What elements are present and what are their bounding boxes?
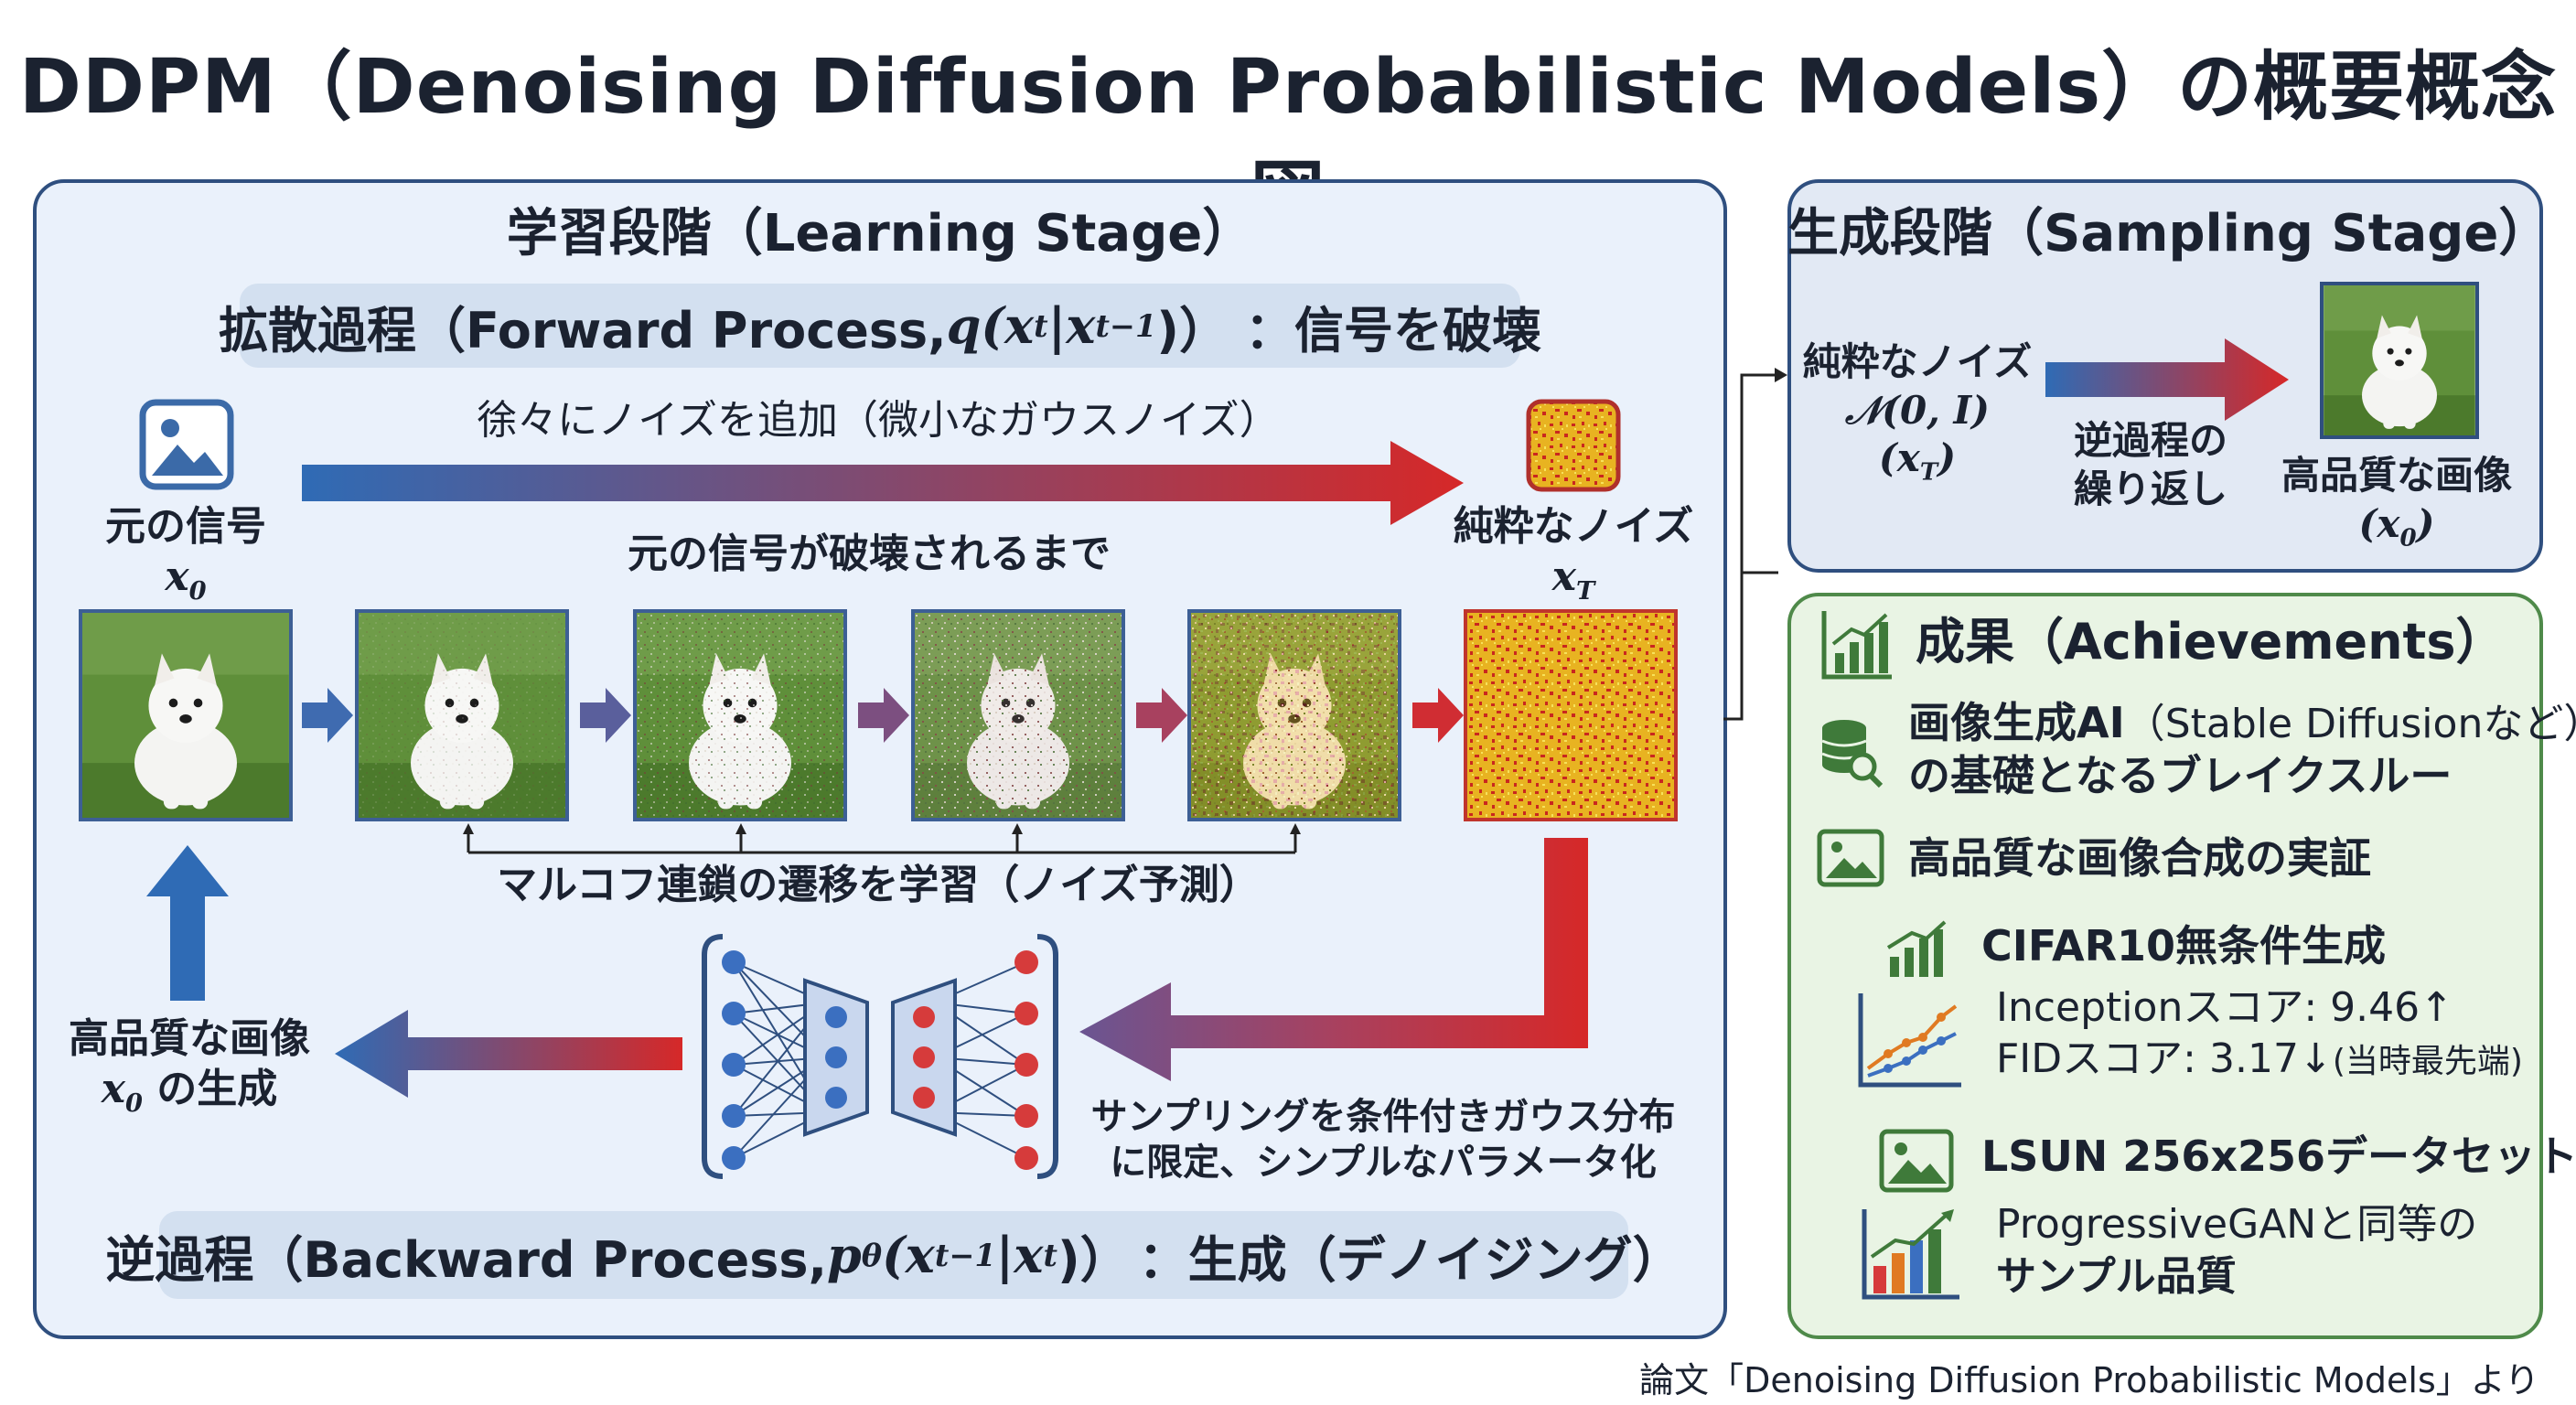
backward-input-arrow — [1079, 838, 1588, 1081]
achievements-heading: 成果（Achievements） — [1916, 613, 2506, 670]
forward-arrow — [302, 441, 1464, 525]
step-arrow-2 — [580, 688, 631, 743]
learning-stage-heading: 学習段階（Learning Stage） — [506, 204, 1254, 263]
markov-label: マルコフ連鎖の遷移を学習（ノイズ予測） — [497, 862, 1260, 908]
markov-bracket — [463, 823, 1301, 854]
backward-suffix: ：生成（デノイジング） — [1138, 1230, 1682, 1289]
bar-chart-icon — [1821, 611, 1892, 680]
step-arrow-3 — [858, 688, 909, 743]
backward-close: )） — [1057, 1230, 1130, 1289]
forward-suffix: ：信号を破壊 — [1244, 301, 1541, 359]
lsun-title: LSUN 256x256データセット — [1981, 1132, 2576, 1181]
forward-close: )） — [1156, 301, 1229, 359]
sampling-note: サンプリングを条件付きガウス分布 に限定、シンプルなパラメータ化 — [1090, 1096, 1676, 1184]
chain-image-1 — [355, 609, 569, 821]
until-destroyed-label: 元の信号が破壊されるまで — [628, 531, 1111, 577]
pure-noise-label: 純粋なノイズ xT — [1453, 503, 1694, 606]
chain-image-2 — [633, 609, 847, 821]
sampling-stage-heading: 生成段階（Sampling Stage） — [1787, 204, 2550, 263]
line-chart-icon — [1858, 993, 1961, 1088]
forward-sub-t1: t−1 — [1095, 307, 1157, 344]
cifar-title: CIFAR10無条件生成 — [1981, 921, 2387, 971]
achievement-item-2: 高品質な画像合成の実証 — [1908, 833, 2371, 883]
inception-score: Inceptionスコア: 9.46↑ — [1996, 984, 2453, 1031]
backward-math-open: (x — [882, 1226, 935, 1284]
chain-image-4 — [1187, 609, 1401, 821]
lsun-desc: ProgressiveGANと同等の サンプル品質 — [1996, 1201, 2478, 1301]
backward-sub-t1: t−1 — [934, 1237, 996, 1273]
source-signal-label: 元の信号 x0 — [105, 503, 266, 606]
page-title: DDPM（Denoising Diffusion Probabilistic M… — [18, 44, 2558, 240]
step-arrow-1 — [302, 688, 353, 743]
backward-math-mid: |x — [995, 1226, 1044, 1284]
bar-growth-icon — [1862, 1209, 1959, 1300]
chain-image-0 — [79, 609, 293, 821]
backward-prefix: 逆過程（Backward Process, — [105, 1230, 828, 1289]
forward-math-q: q(x — [946, 296, 1035, 355]
sampling-result-label: 高品質な画像 (x0) — [2281, 453, 2512, 552]
forward-prefix: 拡散過程（Forward Process, — [219, 301, 947, 359]
generated-image-label: 高品質な画像 x0 の生成 — [69, 1015, 310, 1118]
sampling-noise-label: 純粋なノイズ 𝒩(0, I) (xT) — [1802, 339, 2033, 487]
image-icon — [1817, 829, 1884, 887]
learning-stage-panel — [33, 179, 1727, 1339]
repeat-label: 逆過程の 繰り返し — [2073, 418, 2227, 511]
backward-sub-t: t — [1043, 1237, 1057, 1273]
backward-output-arrow — [335, 1010, 682, 1098]
backward-sub-theta: θ — [861, 1237, 883, 1273]
step-arrow-4 — [1136, 688, 1187, 743]
forward-math-mid: |x — [1047, 296, 1096, 355]
fid-score: FIDスコア: 3.17↓(当時最先端) — [1996, 1035, 2523, 1082]
achievement-item-1: 画像生成AI（Stable Diffusionなど） の基礎となるブレイクスルー — [1908, 698, 2576, 800]
noise-tile-icon — [1526, 399, 1621, 492]
up-arrow — [146, 845, 229, 1001]
denoising-network-icon — [702, 934, 1058, 1179]
backward-math-p: p — [827, 1226, 862, 1284]
image-icon — [139, 399, 234, 490]
footer-citation: 論文「Denoising Diffusion Probabilistic Mod… — [1639, 1360, 2539, 1400]
chain-image-noise — [1464, 609, 1678, 821]
chain-image-3 — [911, 609, 1125, 821]
connector-bracket — [1723, 368, 1787, 721]
sampling-arrow — [2045, 338, 2289, 421]
add-noise-label: 徐々にノイズを追加（微小なガウスノイズ） — [477, 397, 1280, 444]
growth-chart-icon — [1886, 920, 1947, 977]
forward-sub-t: t — [1034, 307, 1048, 344]
database-search-icon — [1821, 720, 1884, 788]
sampling-result-image — [2320, 282, 2479, 439]
image-icon — [1879, 1129, 1954, 1193]
step-arrow-5 — [1412, 688, 1464, 743]
